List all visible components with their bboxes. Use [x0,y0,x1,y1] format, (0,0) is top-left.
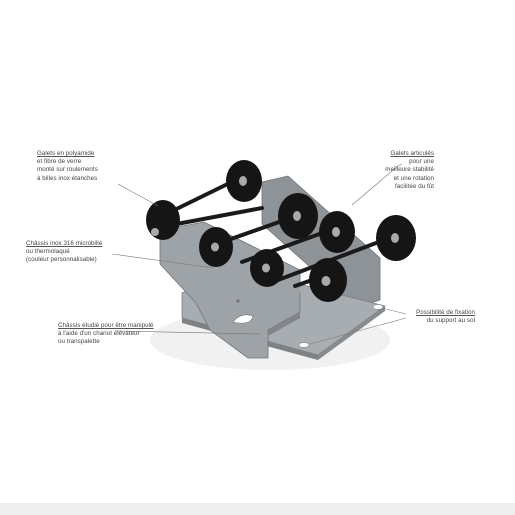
wheel [226,160,262,202]
annotation-chassis-inox: Châssis inox 316 microbillé ou thermolaq… [26,240,103,264]
wheel [278,193,318,239]
wheel [250,249,284,287]
wheel [299,258,347,302]
plate-slot [232,314,254,324]
annotation-fixation: Possibilité de fixation du support au so… [416,309,475,325]
leader-lines [111,163,407,345]
leader-fixation-2 [309,317,407,345]
bottom-bar [0,503,515,515]
wheel [146,200,180,240]
leader-galets-articules [351,163,403,206]
wheel [319,211,355,253]
wheels [146,160,416,302]
annotation-chassis-etudie: Châssis étudié pour être manipulé à l'ai… [58,322,154,346]
annotation-galets-polyamide: Galets en polyamide et fibre de verre mo… [37,150,98,182]
leader-chassis-etudie [115,330,261,335]
annotation-galets-articules: Galets articulés pour une meilleure stab… [385,150,434,190]
plate-bolt [236,299,240,303]
wheel [199,227,233,267]
fixing-hole-1 [372,304,384,310]
leader-fixation [381,307,407,315]
fixing-hole-2 [298,342,310,348]
chassis-front-plate-shade [268,312,300,336]
leader-galets-polyamide [117,183,159,207]
leader-chassis-inox [111,253,215,269]
wheel [376,215,416,261]
